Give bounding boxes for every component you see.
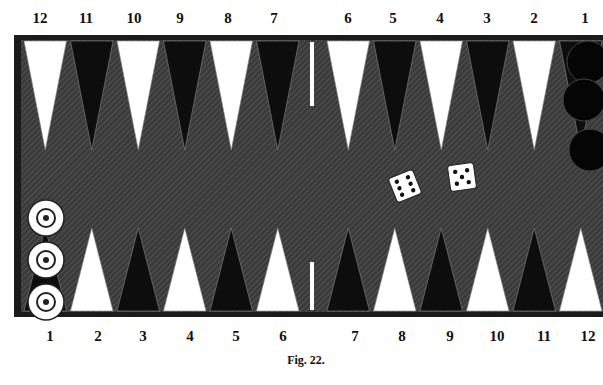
die	[388, 169, 422, 203]
board-field	[21, 40, 603, 312]
die	[447, 162, 476, 191]
board-point	[164, 228, 207, 311]
point-number: 3	[139, 329, 147, 344]
point-number: 8	[224, 11, 232, 26]
black-checker	[567, 41, 603, 83]
point-number: 10	[490, 329, 505, 344]
board-point	[420, 41, 463, 150]
point-number: 8	[398, 329, 406, 344]
board-point	[467, 228, 510, 311]
board-point	[164, 41, 207, 150]
board-point	[467, 41, 510, 150]
point-number: 9	[176, 11, 184, 26]
point-number: 6	[344, 11, 352, 26]
black-checker	[563, 79, 603, 121]
white-checker	[28, 284, 64, 320]
board-point	[374, 41, 417, 150]
white-checker	[28, 200, 64, 236]
board-point	[560, 228, 603, 311]
board-point	[513, 228, 556, 311]
board-point	[117, 228, 160, 311]
board-point	[71, 41, 114, 150]
board-point	[210, 228, 253, 311]
white-checker	[28, 242, 64, 278]
point-number: 4	[436, 11, 444, 26]
board-point	[210, 41, 253, 150]
point-number: 7	[351, 329, 359, 344]
board-point	[257, 228, 300, 311]
bar-mark	[310, 262, 314, 310]
board-point	[71, 228, 114, 311]
board-point	[117, 41, 160, 150]
board-point	[420, 228, 463, 311]
point-number: 3	[483, 11, 491, 26]
point-number: 9	[446, 329, 454, 344]
point-number: 2	[94, 329, 102, 344]
point-number: 6	[279, 329, 287, 344]
board-frame	[14, 35, 603, 317]
point-number: 7	[270, 11, 278, 26]
black-checker	[569, 129, 603, 171]
board-point	[327, 41, 370, 150]
board-point	[513, 41, 556, 150]
point-number: 12	[581, 329, 596, 344]
point-number: 10	[127, 11, 142, 26]
point-number: 11	[79, 11, 93, 26]
point-number: 2	[530, 11, 538, 26]
point-number: 1	[581, 11, 589, 26]
point-number: 4	[186, 329, 194, 344]
board-point	[257, 41, 300, 150]
board-point	[24, 41, 67, 150]
figure-caption: Fig. 22.	[287, 354, 325, 366]
point-number: 12	[33, 11, 48, 26]
bar-mark	[310, 42, 314, 106]
point-number: 5	[232, 329, 240, 344]
point-number: 11	[537, 329, 551, 344]
point-number: 5	[389, 11, 397, 26]
point-number: 1	[46, 329, 54, 344]
board-point	[374, 228, 417, 311]
board-point	[327, 228, 370, 311]
